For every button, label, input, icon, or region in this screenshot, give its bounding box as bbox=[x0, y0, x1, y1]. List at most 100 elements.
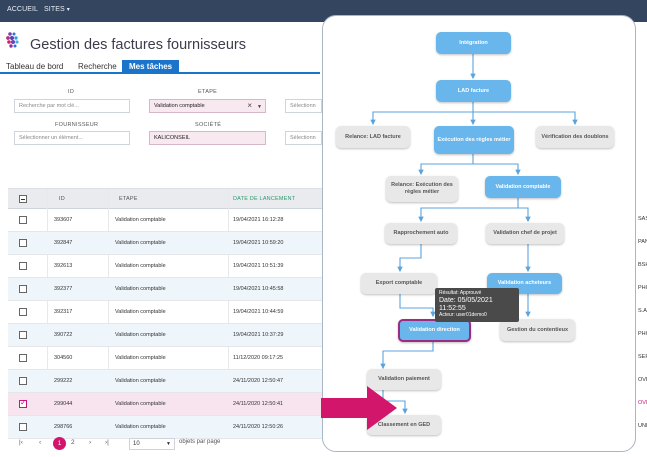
tooltip-date: Date: 05/05/2021 11:52:55 bbox=[439, 296, 493, 312]
page-2-button[interactable]: 2 bbox=[71, 439, 75, 446]
nav-accueil[interactable]: ACCUEIL bbox=[7, 6, 39, 13]
page-title: Gestion des factures fournisseurs bbox=[30, 37, 246, 53]
node-validation-chef-projet[interactable]: Validation chef de projet bbox=[486, 223, 564, 244]
select-all-checkbox[interactable] bbox=[19, 195, 27, 203]
prev-page-icon[interactable]: ‹ bbox=[39, 439, 42, 446]
cell-etape: Validation comptable bbox=[115, 286, 166, 292]
tab-tableau-de-bord[interactable]: Tableau de bord bbox=[6, 62, 64, 71]
id-search-input[interactable]: Recherche par mot clé... bbox=[14, 99, 130, 113]
node-integration[interactable]: Intégration bbox=[436, 32, 511, 54]
row-checkbox[interactable] bbox=[19, 308, 27, 316]
node-relance-execution[interactable]: Relance: Exécution des règles métier bbox=[386, 176, 458, 202]
cell-etape: Validation comptable bbox=[115, 378, 166, 384]
cell-etape: Validation comptable bbox=[115, 355, 166, 361]
chevron-down-icon: ▾ bbox=[66, 7, 70, 13]
cell-date: 24/11/2020 12:50:47 bbox=[233, 378, 284, 384]
cell-etape: Validation comptable bbox=[115, 240, 166, 246]
nav-sites[interactable]: SITES▾ bbox=[44, 6, 70, 13]
cell-id: 299044 bbox=[54, 401, 73, 407]
node-export-comptable[interactable]: Export comptable bbox=[361, 273, 437, 294]
table-row[interactable]: 392847 Validation comptable 19/04/2021 10:… bbox=[8, 232, 328, 255]
nav-sites-label: SITES bbox=[44, 6, 65, 13]
cell-etape: Validation comptable bbox=[115, 424, 166, 430]
table-row[interactable]: 392377 Validation comptable 19/04/2021 10:… bbox=[8, 278, 328, 301]
pagination: |‹ ‹ 1 2 › ›| 10 ▼ objets par page bbox=[8, 436, 328, 454]
column-header-date[interactable]: DATE DE LANCEMENT bbox=[233, 196, 296, 202]
clear-icon[interactable]: × bbox=[247, 101, 252, 110]
cell-date: 19/04/2021 10:37:29 bbox=[233, 332, 284, 338]
column-header-id[interactable]: ID bbox=[59, 196, 65, 202]
cell-id: 299222 bbox=[54, 378, 73, 384]
cell-date: 19/04/2021 10:51:39 bbox=[233, 263, 284, 269]
next-page-icon[interactable]: › bbox=[89, 439, 92, 446]
table-header: ID ETAPE DATE DE LANCEMENT bbox=[8, 189, 328, 209]
node-verification-doublons[interactable]: Vérification des doublons bbox=[536, 126, 614, 148]
fournisseur-select[interactable]: Sélectionner un élément... bbox=[14, 131, 130, 145]
node-tooltip: Résultat: Approuvé Date: 05/05/2021 11:5… bbox=[435, 288, 519, 322]
cell-id: 392377 bbox=[54, 286, 73, 292]
table-row[interactable]: 390722 Validation comptable 19/04/2021 10:… bbox=[8, 324, 328, 347]
cell-etape: Validation comptable bbox=[115, 332, 166, 338]
row-checkbox[interactable] bbox=[19, 423, 27, 431]
page-size-value: 10 bbox=[133, 441, 140, 447]
node-classement-ged[interactable]: Classement en GED bbox=[367, 415, 441, 435]
page-size-select[interactable]: 10 ▼ bbox=[129, 438, 175, 450]
row-checkbox[interactable] bbox=[19, 216, 27, 224]
societe-select[interactable]: KALICONSEIL bbox=[149, 131, 266, 145]
node-validation-comptable[interactable]: Validation comptable bbox=[485, 176, 561, 198]
cell-etape: Validation comptable bbox=[115, 309, 166, 315]
table-row[interactable]: 392317 Validation comptable 19/04/2021 10:… bbox=[8, 301, 328, 324]
row-checkbox[interactable] bbox=[19, 285, 27, 293]
cell-id: 390722 bbox=[54, 332, 73, 338]
sixth-select[interactable]: Sélectionn bbox=[285, 131, 322, 145]
node-gestion-contentieux[interactable]: Gestion du contentieux bbox=[500, 319, 575, 341]
chevron-down-icon[interactable]: ▼ bbox=[257, 104, 262, 110]
table-row[interactable]: 299222 Validation comptable 24/11/2020 12:… bbox=[8, 370, 328, 393]
node-relance-lad[interactable]: Relance: LAD facture bbox=[336, 126, 410, 148]
row-checkbox[interactable] bbox=[19, 331, 27, 339]
node-validation-direction[interactable]: Validation direction bbox=[398, 319, 471, 342]
cell-id: 392847 bbox=[54, 240, 73, 246]
cell-date: 24/11/2020 12:50:41 bbox=[233, 401, 284, 407]
cell-date: 19/04/2021 10:45:58 bbox=[233, 286, 284, 292]
cell-clipped: BSH bbox=[638, 262, 647, 268]
node-validation-paiement[interactable]: Validation paiement bbox=[367, 369, 441, 390]
column-divider bbox=[47, 189, 48, 419]
cell-id: 298766 bbox=[54, 424, 73, 430]
row-checkbox[interactable] bbox=[19, 262, 27, 270]
cell-clipped: S.A bbox=[638, 308, 647, 314]
filter-label-etape: ETAPE bbox=[198, 89, 218, 95]
cell-etape: Validation comptable bbox=[115, 263, 166, 269]
first-page-icon[interactable]: |‹ bbox=[19, 439, 23, 446]
clipped-column: SASPANBSHPHOS.APHOSEPOVHOVHUNI bbox=[636, 188, 647, 436]
cell-clipped: SEP bbox=[638, 354, 647, 360]
column-header-etape[interactable]: ETAPE bbox=[119, 196, 138, 202]
cell-date: 19/04/2021 10:44:59 bbox=[233, 309, 284, 315]
row-checkbox[interactable] bbox=[19, 354, 27, 362]
node-execution-regles[interactable]: Exécution des règles métier bbox=[434, 126, 514, 154]
cell-id: 392317 bbox=[54, 309, 73, 315]
cell-id: 393607 bbox=[54, 217, 73, 223]
row-checkbox[interactable] bbox=[19, 377, 27, 385]
third-select[interactable]: Sélectionn bbox=[285, 99, 322, 113]
tab-recherche[interactable]: Recherche bbox=[78, 62, 117, 71]
page-1-button[interactable]: 1 bbox=[53, 437, 66, 450]
row-checkbox[interactable] bbox=[19, 239, 27, 247]
node-lad-facture[interactable]: LAD facture bbox=[436, 80, 511, 102]
node-rapprochement-auto[interactable]: Rapprochement auto bbox=[385, 223, 457, 244]
last-page-icon[interactable]: ›| bbox=[105, 439, 109, 446]
chevron-down-icon: ▼ bbox=[166, 441, 171, 447]
cell-clipped: UNI bbox=[638, 423, 647, 429]
tab-bar: Tableau de bord Recherche Mes tâches bbox=[0, 60, 320, 74]
row-checkbox[interactable] bbox=[19, 398, 27, 408]
etape-select[interactable]: Validation comptable × ▼ bbox=[149, 99, 266, 113]
tab-mes-taches[interactable]: Mes tâches bbox=[122, 60, 180, 74]
cell-clipped: PHO bbox=[638, 331, 647, 337]
cell-clipped: OVH bbox=[638, 400, 647, 406]
cell-date: 19/04/2021 10:59:20 bbox=[233, 240, 284, 246]
